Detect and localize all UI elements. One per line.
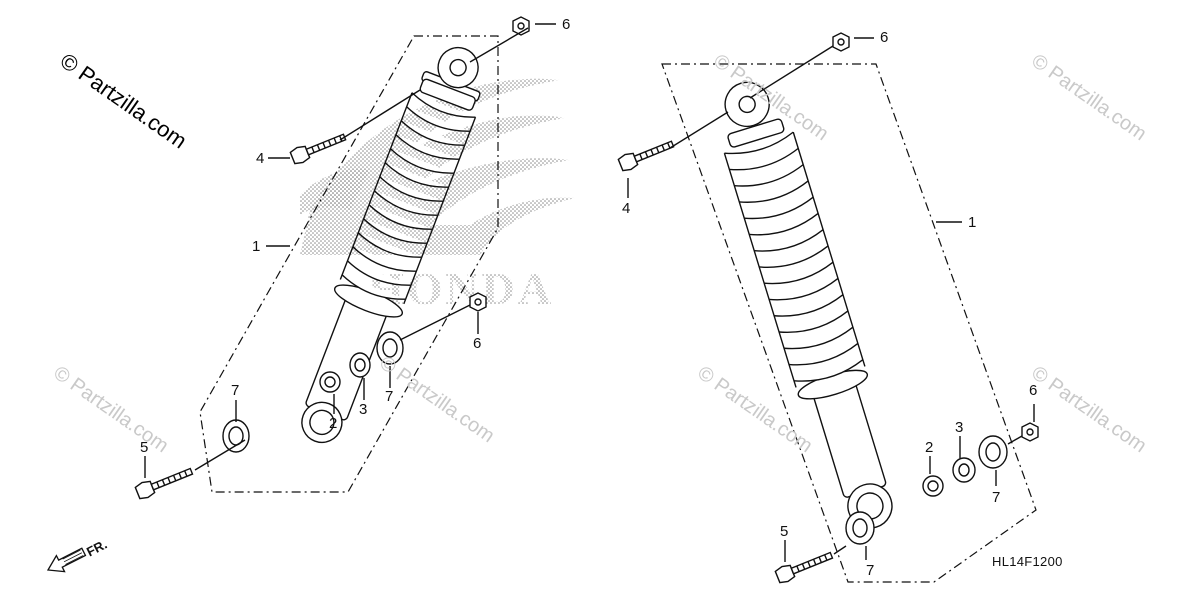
right-assembly	[617, 32, 1039, 584]
diagram-code: HL14F1200	[992, 554, 1063, 569]
right-leader-top-bolt	[669, 111, 729, 149]
left-bottom-nut	[469, 292, 487, 312]
left-leader-top-bolt	[339, 89, 421, 141]
right-bearing-7a	[845, 511, 875, 545]
left-collar-3	[349, 352, 371, 378]
callout-l-7-right: 7	[385, 388, 394, 405]
callout-r-6-bottom: 6	[1029, 382, 1038, 399]
right-bottom-bolt	[774, 551, 834, 584]
callout-r-7-right: 7	[992, 489, 1001, 506]
left-boundary-dashed	[199, 35, 499, 493]
left-collar-2	[319, 371, 341, 393]
callout-l-4: 4	[256, 150, 265, 167]
left-leader-top-nut	[469, 27, 529, 63]
left-spring	[339, 92, 477, 305]
callout-l-5: 5	[140, 439, 149, 456]
callout-r-5: 5	[780, 523, 789, 540]
callout-l-1: 1	[252, 238, 261, 255]
callout-r-3: 3	[955, 419, 964, 436]
right-boundary-dashed	[661, 63, 1037, 583]
right-leader-bottom-nut	[1007, 435, 1023, 445]
callout-r-2: 2	[925, 439, 934, 456]
left-leader-bottom-nut	[399, 304, 471, 341]
right-top-bolt	[617, 140, 675, 172]
callout-r-4: 4	[622, 200, 631, 217]
left-bearing-7b	[376, 331, 404, 365]
right-leader-top-nut	[749, 45, 834, 99]
callout-l-2: 2	[329, 415, 338, 432]
right-top-nut	[832, 32, 850, 52]
left-leader-bottom-bolt	[194, 439, 246, 471]
honda-logo-text: HONDA	[368, 263, 554, 314]
right-collar-3	[952, 457, 976, 483]
left-assembly	[134, 16, 556, 500]
callout-r-7-left: 7	[866, 562, 875, 579]
right-leader-bottom-bolt	[833, 545, 847, 555]
right-shock-absorber	[723, 81, 893, 529]
callout-r-6-top: 6	[880, 29, 889, 46]
callout-l-6-bottom: 6	[473, 335, 482, 352]
right-spring	[723, 131, 866, 388]
right-collar-2	[922, 475, 944, 497]
left-bearing-7a	[222, 419, 250, 453]
right-bearing-7b	[978, 435, 1008, 469]
callout-l-3: 3	[359, 401, 368, 418]
callout-l-7-left: 7	[231, 382, 240, 399]
callout-r-1: 1	[968, 214, 977, 231]
front-direction-arrow-icon	[46, 547, 87, 573]
left-top-bolt	[289, 133, 347, 165]
callout-l-6-top: 6	[562, 16, 571, 33]
left-bottom-bolt	[134, 467, 194, 500]
right-bottom-nut	[1021, 422, 1039, 442]
